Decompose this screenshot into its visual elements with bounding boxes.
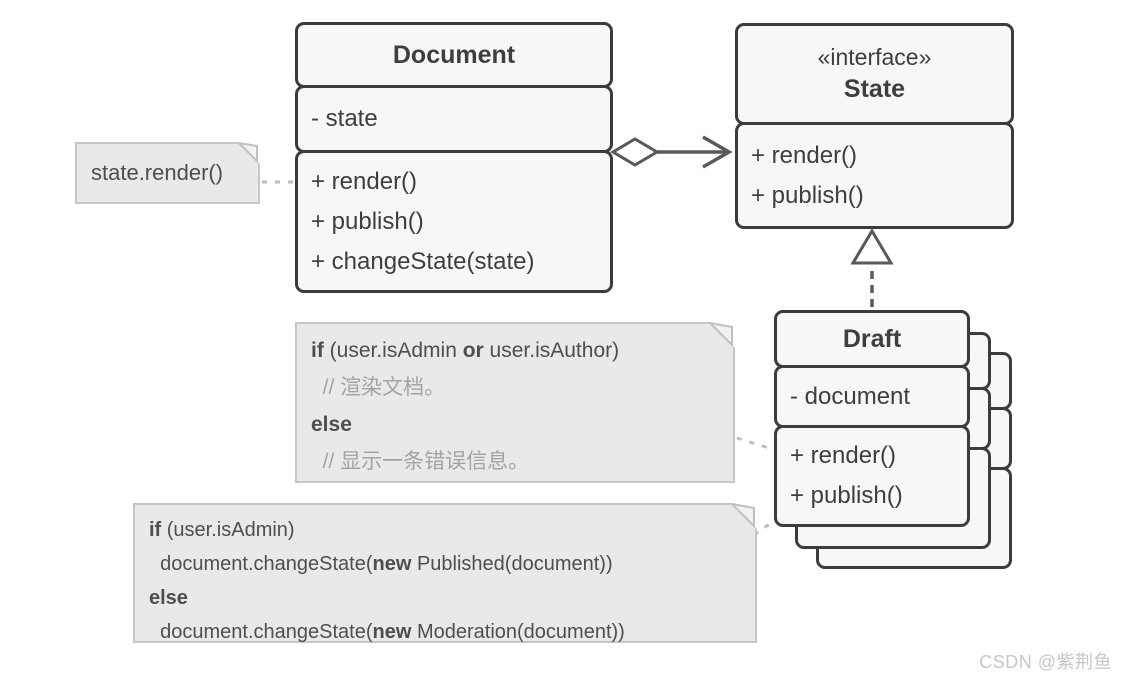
realization-triangle-icon — [850, 228, 894, 265]
note-line: // 渲染文档。 — [311, 369, 719, 406]
note-publish-logic-lines: if (user.isAdmin) document.changeState(n… — [149, 513, 741, 649]
document-fields-section: - state — [295, 85, 613, 153]
note-folded-corner-icon — [731, 503, 757, 529]
member-row: + changeState(state) — [311, 247, 535, 275]
note-connector-render-logic — [736, 436, 773, 451]
state-interface-stereotype: «interface» — [817, 44, 932, 70]
draft-methods-section: + render() + publish() — [774, 425, 970, 527]
aggregation-diamond-icon — [610, 137, 660, 167]
note-state-render: state.render() — [75, 142, 260, 204]
draft-class-name: Draft — [842, 324, 902, 353]
note-text-segment: else — [311, 413, 352, 436]
member-row: + publish() — [751, 181, 864, 209]
member-row: - state — [311, 105, 378, 132]
note-text-segment: // 显示一条错误信息。 — [311, 450, 530, 473]
note-text-segment: (user.isAdmin) — [161, 519, 295, 541]
document-methods-section: + render() + publish() + changeState(state… — [295, 150, 613, 293]
note-text-segment: new — [372, 621, 412, 643]
note-text-segment: user.isAuthor) — [483, 339, 620, 362]
note-render-logic: if (user.isAdmin or user.isAuthor) // 渲染… — [295, 322, 735, 483]
note-text-segment: // 渲染文档。 — [311, 376, 446, 399]
note-text-segment: document.changeState( — [149, 621, 373, 643]
state-methods-section: + render() + publish() — [735, 122, 1014, 229]
note-line: if (user.isAdmin or user.isAuthor) — [311, 332, 719, 369]
state-interface-name: State — [843, 75, 906, 103]
member-row: + publish() — [790, 482, 903, 509]
note-publish-logic: if (user.isAdmin) document.changeState(n… — [133, 503, 757, 643]
member-row: + publish() — [311, 207, 424, 235]
note-line: else — [311, 406, 719, 443]
note-line: else — [149, 581, 741, 615]
document-class-title-section: Document — [295, 22, 613, 88]
draft-fields-section: - document — [774, 365, 970, 428]
note-render-logic-lines: if (user.isAdmin or user.isAuthor) // 渲染… — [311, 332, 719, 480]
member-row: - document — [790, 382, 911, 410]
note-line: document.changeState(new Moderation(docu… — [149, 615, 741, 649]
note-text-segment: Moderation(document)) — [411, 621, 625, 643]
note-folded-corner-icon — [709, 322, 735, 348]
aggregation-arrowhead-icon — [702, 135, 733, 169]
member-row: + render() — [751, 141, 858, 169]
note-text-segment: else — [149, 587, 188, 609]
note-text-segment: if — [311, 339, 324, 362]
draft-class-title-section: Draft — [774, 310, 970, 368]
note-text-segment: or — [462, 339, 484, 362]
note-line: // 显示一条错误信息。 — [311, 443, 719, 480]
note-text-segment: if — [149, 519, 162, 541]
note-state-render-text: state.render() — [91, 160, 224, 185]
note-text-segment: (user.isAdmin — [323, 339, 463, 362]
state-interface-box: «interface» State + render() + publish() — [735, 23, 1014, 229]
member-row: + render() — [790, 442, 897, 469]
note-folded-corner-icon — [238, 142, 260, 164]
note-text-segment: Published(document)) — [411, 553, 613, 575]
document-class-box: Document - state + render()+ publish()+ … — [295, 22, 613, 293]
note-text-segment: new — [372, 553, 412, 575]
document-class-name: Document — [392, 40, 516, 69]
draft-class-box: Draft - document + render() + publish() — [774, 310, 970, 527]
csdn-watermark: CSDN @紫荆鱼 — [979, 652, 1112, 672]
state-interface-title-section: «interface» State — [735, 23, 1014, 125]
member-row: + render() — [311, 167, 418, 195]
note-text-segment: document.changeState( — [149, 553, 373, 575]
note-line: document.changeState(new Published(docum… — [149, 547, 741, 581]
note-line: if (user.isAdmin) — [149, 513, 741, 547]
